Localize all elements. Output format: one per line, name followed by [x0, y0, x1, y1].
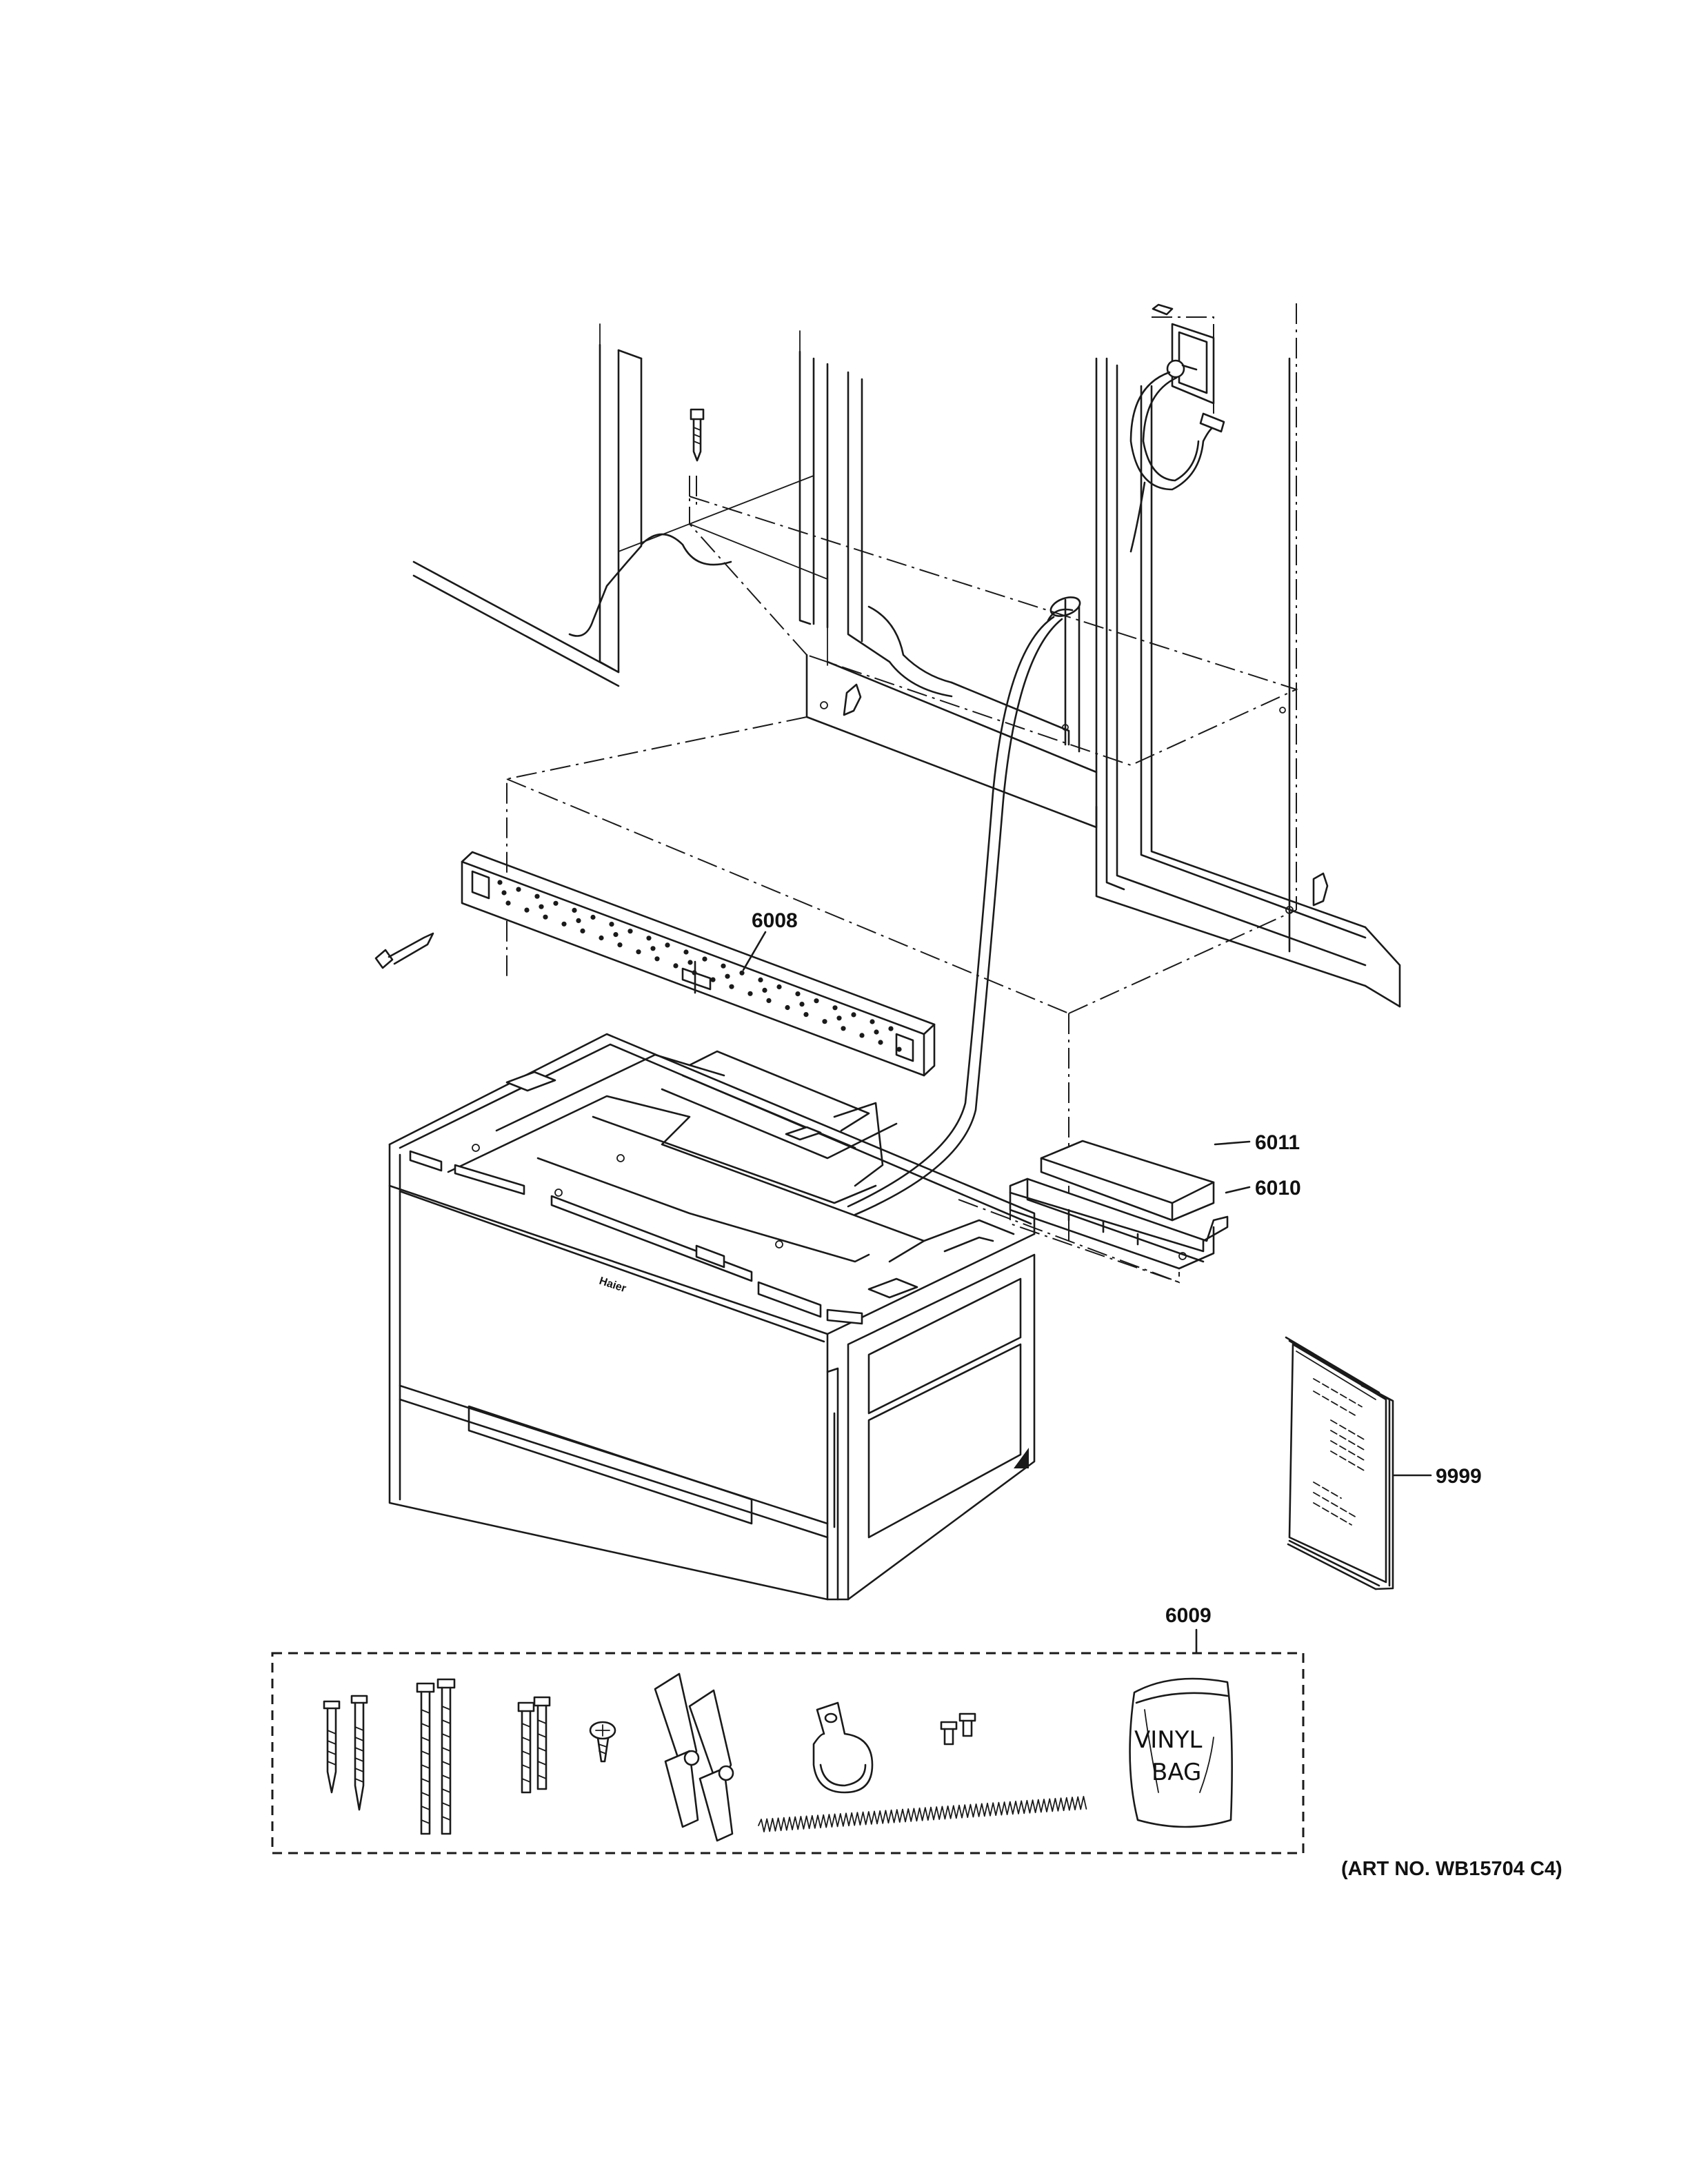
plate-hole: [665, 942, 670, 948]
hardware-kit-outline: [271, 1628, 1305, 1854]
plate-hole: [646, 936, 652, 941]
filter-box: [958, 1140, 1229, 1284]
screw-icon: [690, 408, 705, 462]
plate-hole: [729, 984, 734, 989]
plate-hole: [766, 998, 772, 1003]
plate-hole: [650, 946, 656, 951]
plate-hole: [497, 880, 503, 885]
plate-hole: [822, 1019, 827, 1024]
manual-text-line: [1313, 1378, 1363, 1408]
plate-hole: [795, 991, 801, 997]
spring-coil: [758, 1796, 1087, 1832]
callout-6009: 6009: [1165, 1604, 1212, 1627]
screw-icon: [416, 1678, 456, 1835]
plate-hole: [739, 970, 745, 975]
callout-6011: 6011: [1255, 1131, 1300, 1154]
callout-6010: 6010: [1255, 1177, 1301, 1200]
toggle-bolt-icon: [654, 1672, 734, 1842]
plate-hole: [803, 1012, 809, 1018]
plate-hole: [683, 949, 689, 955]
plate-hole: [799, 1002, 805, 1007]
plate-hole: [888, 1026, 894, 1031]
manual-text-line: [1330, 1440, 1366, 1462]
plate-hole: [692, 970, 697, 975]
plate-hole: [516, 887, 521, 892]
hardware-kit: VINYL BAG: [323, 1672, 1233, 1842]
screw-icon: [940, 1712, 976, 1746]
plate-hole: [673, 963, 679, 969]
upper-cabinet: [412, 323, 1401, 1008]
manual-text-lines: [1313, 1378, 1366, 1526]
manual-text-line: [1313, 1492, 1356, 1517]
mounting-plate-holes: [497, 880, 902, 1052]
plate-hole: [776, 984, 782, 990]
plate-hole: [534, 893, 540, 899]
plate-hole: [710, 977, 716, 982]
plate-hole: [654, 956, 660, 962]
manual-text-line: [1330, 1419, 1366, 1441]
manual-text-line: [1313, 1391, 1356, 1416]
screw-icon: [517, 1696, 551, 1794]
plate-hole: [702, 956, 707, 962]
plate-hole: [725, 973, 730, 979]
plate-hole: [841, 1026, 846, 1031]
plate-hole: [762, 987, 767, 993]
plate-hole: [832, 1005, 838, 1011]
plate-hole: [505, 900, 511, 906]
art-number: (ART NO. WB15704 C4): [1341, 1858, 1563, 1880]
toggle-bolt-icon: [820, 683, 1329, 914]
power-cord: [847, 371, 1225, 1216]
vinyl-bag-icon: VINYL BAG: [1129, 1677, 1233, 1828]
plate-hole: [870, 1019, 875, 1024]
plate-hole: [859, 1033, 865, 1038]
plate-hole: [524, 907, 530, 913]
plate-hole: [758, 977, 763, 982]
manual-text-line: [1313, 1502, 1352, 1526]
screw-icon: [589, 1721, 616, 1763]
microwave-oven: Haier: [388, 1033, 1036, 1601]
plate-hole: [814, 998, 819, 1004]
plate-hole: [590, 914, 596, 920]
plate-hole: [501, 890, 507, 896]
plate-hole: [553, 900, 559, 906]
cable-clamp-icon: [812, 1701, 874, 1794]
mounting-plate: [461, 851, 936, 1077]
callout-9999: 9999: [1436, 1465, 1482, 1488]
spring-icon: [758, 1796, 1087, 1832]
plate-hole: [836, 1015, 842, 1021]
bag-label-line-2: BAG: [1152, 1759, 1201, 1786]
manual-text-line: [1330, 1450, 1366, 1472]
plate-hole: [785, 1004, 790, 1011]
plate-hole: [609, 922, 614, 927]
plate-hole: [896, 1046, 902, 1052]
owners-manual-icon: [1285, 1336, 1394, 1590]
plate-hole: [561, 921, 567, 927]
plate-hole: [539, 904, 544, 909]
plate-hole: [747, 991, 753, 996]
plate-hole: [627, 929, 633, 934]
plate-hole: [580, 928, 585, 933]
plate-hole: [878, 1040, 883, 1045]
plate-hole: [617, 942, 623, 948]
wall-outlet-icon: [1152, 303, 1215, 427]
bag-label-line-1: VINYL: [1134, 1726, 1202, 1754]
plate-hole: [636, 949, 641, 955]
manual-text-line: [1313, 1482, 1342, 1499]
plate-hole: [572, 907, 577, 913]
plate-hole: [543, 914, 548, 920]
svg-text:Haier: Haier: [598, 1275, 627, 1295]
plate-hole: [576, 918, 581, 923]
plate-hole: [721, 963, 726, 969]
plate-hole: [613, 932, 619, 938]
manual-text-line: [1330, 1430, 1366, 1451]
leader-lines: [742, 931, 1432, 1477]
plate-hole: [687, 960, 693, 965]
plate-hole: [851, 1012, 856, 1018]
screw-icon: [374, 932, 434, 969]
callout-6008: 6008: [752, 909, 798, 932]
screw-icon: [323, 1695, 368, 1811]
plate-hole: [874, 1029, 879, 1035]
plate-hole: [599, 935, 604, 941]
